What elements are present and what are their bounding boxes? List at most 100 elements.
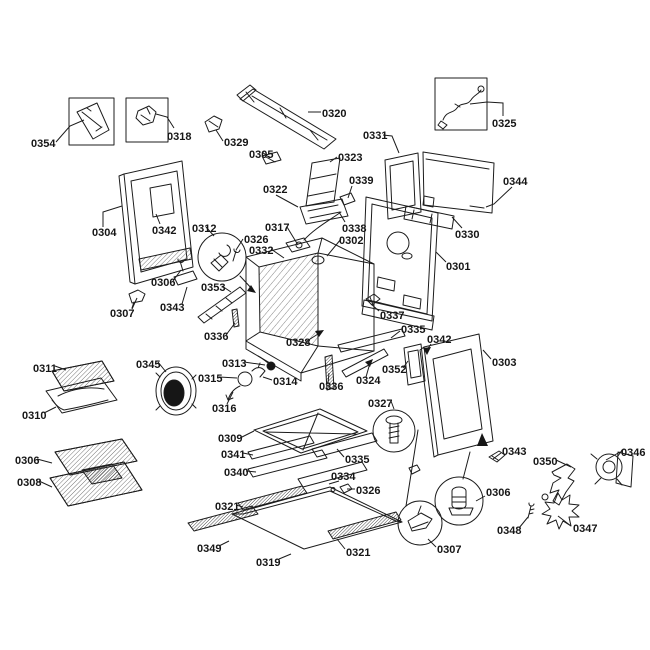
fan-0345-outer — [155, 366, 197, 416]
part-label-0334-48: 0334 — [331, 471, 356, 483]
panel-0304-edge — [118, 173, 136, 285]
igniter-0317 — [285, 237, 311, 253]
leader-line-0311-31 — [54, 365, 67, 371]
leader-line-0321-59 — [336, 538, 346, 550]
bracket-0320-detail — [245, 91, 328, 141]
leader-line-0350-52 — [555, 459, 572, 468]
screw-0327-shaft — [388, 422, 400, 444]
part-label-0343-22: 0343 — [160, 302, 184, 314]
vent-strip-0304 — [138, 247, 193, 271]
rail-0335-drawer — [311, 432, 378, 458]
bulb-0312 — [210, 244, 231, 272]
part-label-0336-35: 0336 — [319, 381, 343, 393]
rail-0341 — [247, 435, 315, 460]
leader-line-0315-33 — [218, 376, 238, 379]
leader-line-0312-13 — [205, 226, 215, 237]
inset-box-0354 — [68, 97, 115, 146]
end-tab-0320 — [236, 84, 257, 102]
part-label-0332-16: 0332 — [249, 245, 273, 257]
leader-line-0330-19 — [451, 216, 463, 229]
detail-circle-0307 — [397, 500, 443, 546]
leader-line-0308-46 — [38, 480, 53, 488]
part-label-0321-59: 0321 — [346, 547, 370, 559]
clip-0329 — [204, 115, 223, 133]
part-label-0321-54: 0321 — [215, 501, 239, 513]
part-label-0316-40: 0316 — [212, 403, 236, 415]
leader-line-0309-42 — [239, 430, 255, 439]
fan-0345-mid — [160, 371, 192, 411]
door-0303-edge — [419, 346, 439, 458]
bracket-0343-left — [173, 270, 198, 286]
part-label-0312-13: 0312 — [192, 223, 216, 235]
arrowhead-0324 — [365, 359, 373, 367]
rail-0334 — [297, 461, 368, 488]
part-label-0348-55: 0348 — [497, 525, 521, 537]
vent-plate-0322 — [299, 198, 349, 225]
leader-line-0329-2 — [215, 129, 224, 142]
leader-line-0336-35 — [327, 372, 330, 384]
leader-line-0344-6 — [485, 186, 513, 208]
leader-line-0322-9 — [275, 194, 299, 208]
leader-line-0307-58 — [427, 538, 437, 548]
leader-line-0305-7 — [261, 151, 271, 159]
rail-0335-right — [337, 328, 406, 353]
fan-0345-core — [163, 379, 185, 407]
leader-line-0348-55 — [518, 516, 529, 529]
vent-plate-0322-detail — [307, 204, 341, 219]
drawer-panel-0309-inner — [262, 413, 359, 450]
leader-line-0346-53 — [605, 451, 621, 461]
leader-line-0343-50 — [492, 452, 502, 460]
part-label-0308-46: 0308 — [17, 477, 41, 489]
motor-0346-bracket — [615, 451, 634, 488]
part-label-0307-23: 0307 — [110, 308, 134, 320]
leader-line-0335-45 — [336, 448, 345, 458]
part-label-0352-37: 0352 — [382, 364, 406, 376]
part-label-0354-0: 0354 — [31, 138, 56, 150]
latch-plate-0354-detail — [81, 107, 103, 132]
part-label-0326-49: 0326 — [356, 485, 380, 497]
leader-line-0337-26 — [370, 303, 380, 312]
part-label-0331-4: 0331 — [363, 130, 387, 142]
rail-0353 — [197, 286, 247, 324]
part-0305 — [261, 151, 282, 165]
part-label-0303-38: 0303 — [492, 357, 516, 369]
leader-line-0318-1 — [155, 113, 175, 129]
part-label-0320-3: 0320 — [322, 108, 346, 120]
detail-circle-0312 — [197, 232, 247, 282]
leader-line-0343-22 — [181, 286, 188, 305]
clip-0337 — [365, 293, 381, 306]
part-label-0302-18: 0302 — [339, 235, 363, 247]
part-label-0342-29: 0342 — [427, 334, 451, 346]
part-label-0336-25: 0336 — [204, 331, 228, 343]
bracket-0339 — [339, 192, 356, 206]
leader-line-0331-4 — [382, 134, 400, 154]
part-label-0338-17: 0338 — [342, 223, 366, 235]
sensor-0313-wire — [257, 355, 269, 364]
leader-line-0335-27 — [390, 330, 401, 339]
leader-line-0334-48 — [328, 480, 340, 485]
part-label-0323-8: 0323 — [338, 152, 362, 164]
panel-0352 — [403, 343, 426, 386]
bar-0336-right — [324, 354, 335, 391]
panel-0331-inner — [389, 160, 416, 211]
part-label-0305-7: 0305 — [249, 149, 273, 161]
leader-line-0342-12 — [155, 213, 161, 225]
duct-0323 — [305, 157, 341, 207]
panel-0344-detail — [422, 158, 490, 209]
leader-line-0317-14 — [286, 226, 299, 246]
part-label-0324-36: 0324 — [356, 375, 381, 387]
bolt-0326-left — [232, 248, 241, 262]
broil-grid-0311-frame — [51, 360, 115, 392]
part-label-0342-12: 0342 — [152, 225, 176, 237]
link-line-right — [462, 451, 471, 480]
leader-line-0323-8 — [329, 156, 338, 163]
part-label-0330-19: 0330 — [455, 229, 479, 241]
part-0305-detail — [265, 156, 276, 163]
wire-0338-top — [303, 211, 342, 241]
leader-line-0336-25 — [225, 322, 236, 336]
drawer-panel-0309-x — [264, 412, 357, 451]
part-label-0327-41: 0327 — [368, 398, 392, 410]
slot-0301-a — [376, 276, 396, 292]
leader-line-0306-51 — [475, 495, 486, 502]
